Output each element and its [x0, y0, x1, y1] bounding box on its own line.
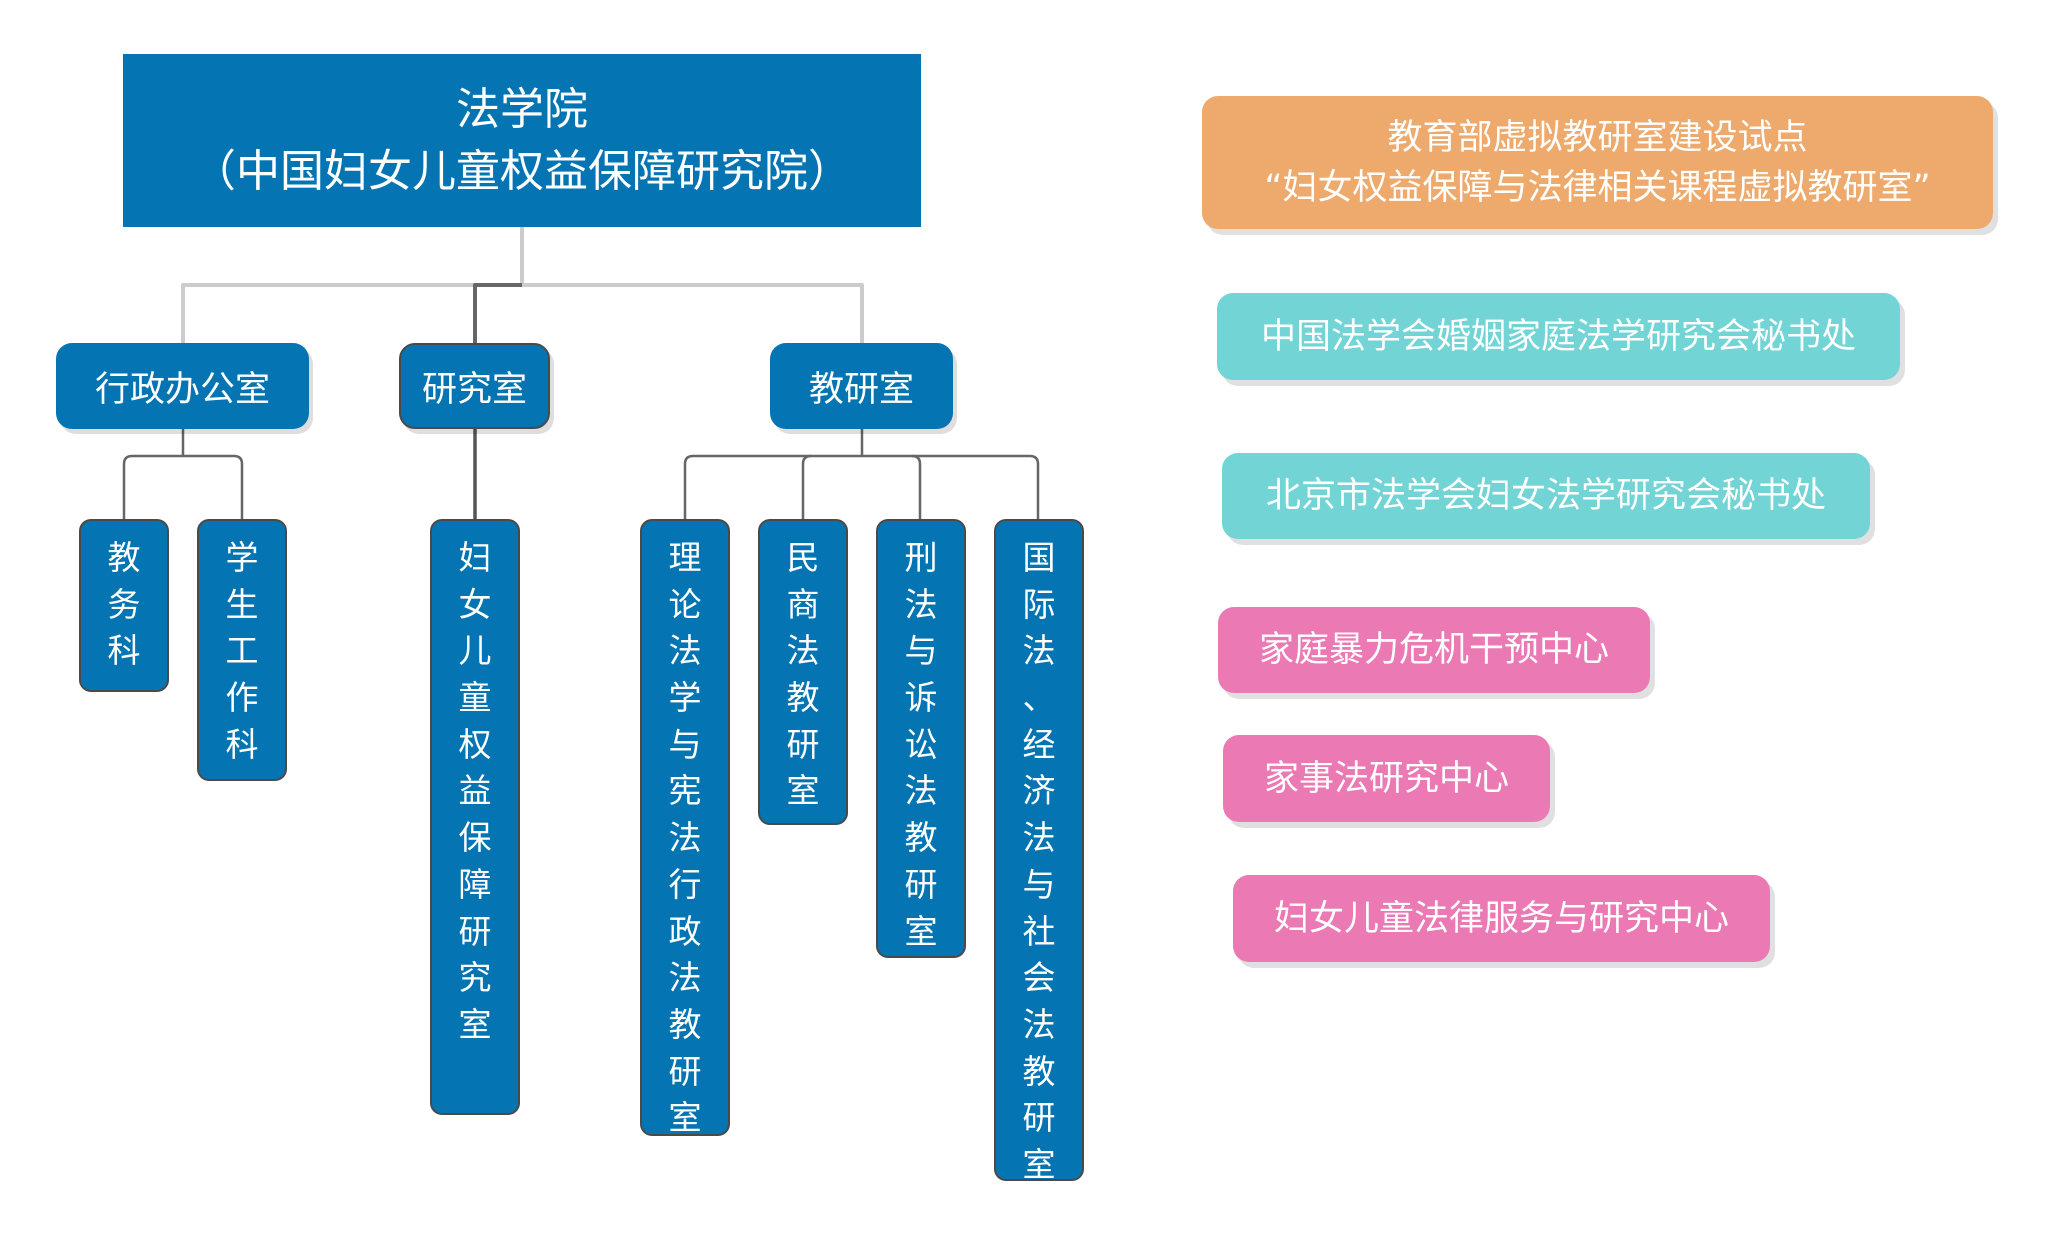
leaf-char: 障 — [458, 864, 492, 904]
leaf-char: 学 — [668, 678, 702, 718]
leaf-char: 与 — [1022, 864, 1056, 904]
leaf-char: 理 — [668, 538, 702, 577]
node-teaching-office[interactable]: 教研室 — [770, 343, 953, 429]
leaf-char: 工 — [225, 631, 259, 671]
box-marriage-family-label: 中国法学会婚姻家庭法学研究会秘书处 — [1260, 316, 1856, 357]
leaf-char: 刑 — [904, 538, 938, 577]
leaf-char: 政 — [668, 911, 702, 951]
leaf-char: 保 — [458, 818, 492, 858]
box-legal-service-label: 妇女儿童法律服务与研究中心 — [1273, 898, 1729, 939]
leaf-char: 与 — [668, 724, 702, 764]
leaf-char: 女 — [458, 584, 492, 624]
node-research-office-label: 研究室 — [421, 369, 527, 410]
leaf-char: 经 — [1022, 724, 1056, 764]
leaf-char: 研 — [668, 1051, 702, 1091]
leaf-theory-constitutional-admin-law[interactable]: 理论法学与宪法行政法教研室 — [640, 519, 730, 1136]
leaf-char: 诉 — [904, 678, 938, 718]
box-domestic-violence-center[interactable]: 家庭暴力危机干预中心 — [1218, 607, 1650, 693]
leaf-char: 会 — [1022, 958, 1056, 998]
node-research-office[interactable]: 研究室 — [399, 343, 550, 429]
leaf-char: 生 — [225, 584, 259, 624]
node-admin-office[interactable]: 行政办公室 — [56, 343, 309, 429]
leaf-char: 教 — [1022, 1051, 1056, 1091]
leaf-char: 权 — [458, 724, 492, 764]
leaf-char: 室 — [904, 911, 938, 951]
leaf-char: 法 — [1022, 1004, 1056, 1044]
root-node-law-school[interactable]: 法学院 （中国妇女儿童权益保障研究院） — [123, 54, 921, 227]
leaf-academic-affairs[interactable]: 教务科 — [79, 519, 169, 692]
leaf-char: 妇 — [458, 538, 492, 577]
leaf-char: 法 — [668, 958, 702, 998]
leaf-char: 法 — [1022, 818, 1056, 858]
leaf-char: 儿 — [458, 631, 492, 671]
leaf-char: 法 — [786, 631, 820, 671]
leaf-char: 室 — [458, 1004, 492, 1044]
leaf-char: 法 — [904, 584, 938, 624]
leaf-civil-commercial-law[interactable]: 民商法教研室 — [758, 519, 848, 825]
leaf-criminal-procedure-law[interactable]: 刑法与诉讼法教研室 — [876, 519, 966, 958]
leaf-char: 法 — [668, 818, 702, 858]
node-admin-office-label: 行政办公室 — [94, 369, 270, 410]
leaf-char: 法 — [904, 771, 938, 811]
leaf-char: 教 — [786, 678, 820, 718]
leaf-char: 际 — [1022, 584, 1056, 624]
leaf-char: 研 — [458, 911, 492, 951]
box-women-children-legal-service-center[interactable]: 妇女儿童法律服务与研究中心 — [1233, 875, 1770, 962]
box-family-law-center[interactable]: 家事法研究中心 — [1223, 735, 1550, 822]
leaf-char: 科 — [225, 724, 259, 764]
box-moe-virtual-teaching-lab[interactable]: 教育部虚拟教研室建设试点 “妇女权益保障与法律相关课程虚拟教研室” — [1202, 96, 1993, 229]
connector-teaching-bracket — [683, 454, 1040, 519]
leaf-char: 童 — [458, 678, 492, 718]
root-title: 法学院 — [456, 83, 588, 135]
leaf-char: 与 — [904, 631, 938, 671]
leaf-char: 研 — [786, 724, 820, 764]
leaf-women-children-rights-research[interactable]: 妇女儿童权益保障研究室 — [430, 519, 520, 1115]
leaf-char: 教 — [107, 538, 141, 577]
leaf-char: 民 — [786, 538, 820, 577]
connector-root-bar — [181, 283, 864, 343]
root-subtitle: （中国妇女儿童权益保障研究院） — [192, 145, 852, 197]
leaf-char: 教 — [668, 1004, 702, 1044]
leaf-char: 国 — [1022, 538, 1056, 577]
box-domestic-violence-label: 家庭暴力危机干预中心 — [1258, 630, 1609, 670]
leaf-student-affairs[interactable]: 学生工作科 — [197, 519, 287, 781]
leaf-char: 研 — [904, 864, 938, 904]
leaf-char: 究 — [458, 958, 492, 998]
leaf-char: 法 — [1022, 631, 1056, 671]
leaf-char: 济 — [1022, 771, 1056, 811]
connector-root-to-research — [473, 283, 522, 343]
leaf-char: 室 — [786, 771, 820, 811]
leaf-char: 、 — [1022, 678, 1056, 718]
connector-teaching-child-3 — [911, 454, 922, 519]
leaf-char: 讼 — [904, 724, 938, 764]
box-moe-line1: 教育部虚拟教研室建设试点 — [1387, 117, 1808, 158]
connector-teaching-child-2 — [801, 454, 812, 519]
leaf-char: 教 — [904, 818, 938, 858]
leaf-char: 作 — [225, 678, 259, 718]
node-teaching-office-label: 教研室 — [808, 369, 914, 410]
leaf-char: 务 — [107, 584, 141, 624]
leaf-char: 学 — [225, 538, 259, 577]
leaf-char: 行 — [668, 864, 702, 904]
box-family-law-label: 家事法研究中心 — [1263, 758, 1509, 799]
leaf-char: 宪 — [668, 771, 702, 811]
leaf-international-economic-social-law[interactable]: 国际法、经济法与社会法教研室 — [994, 519, 1084, 1181]
leaf-char: 研 — [1022, 1098, 1056, 1138]
leaf-char: 论 — [668, 584, 702, 624]
box-moe-line2: “妇女权益保障与法律相关课程虚拟教研室” — [1264, 167, 1931, 208]
connector-admin-bracket — [122, 454, 244, 519]
leaf-char: 室 — [1022, 1144, 1056, 1181]
leaf-char: 法 — [668, 631, 702, 671]
leaf-char: 室 — [668, 1098, 702, 1136]
box-beijing-women-label: 北京市法学会妇女法学研究会秘书处 — [1265, 476, 1826, 516]
leaf-char: 科 — [107, 631, 141, 671]
leaf-char: 商 — [786, 584, 820, 624]
box-marriage-family-law-society[interactable]: 中国法学会婚姻家庭法学研究会秘书处 — [1217, 293, 1900, 380]
box-beijing-women-law-society[interactable]: 北京市法学会妇女法学研究会秘书处 — [1222, 453, 1870, 539]
leaf-char: 益 — [458, 771, 492, 811]
leaf-char: 社 — [1022, 911, 1056, 951]
